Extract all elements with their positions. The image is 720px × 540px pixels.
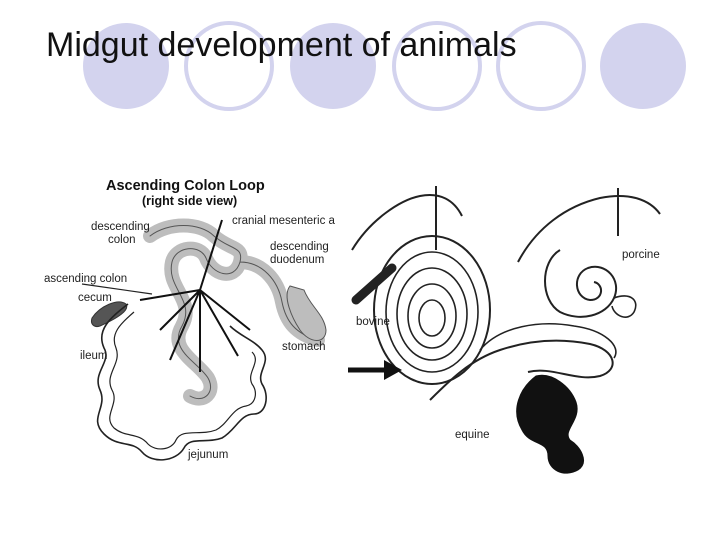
label-descending-duodenum-2: duodenum (270, 254, 324, 266)
filled-circle (290, 23, 376, 109)
label-descending-colon: descending (91, 221, 150, 233)
small-intestine-inner (109, 311, 256, 450)
cecum-shape (91, 301, 128, 327)
ascending-colon-loop-figure: Ascending Colon Loop (right side view) d… (44, 178, 336, 461)
label-equine: equine (455, 429, 490, 441)
mesenteric-vessel (139, 219, 251, 372)
porcine-coil (544, 249, 617, 318)
equine-colon: equine (429, 323, 617, 474)
figure-subtitle: (right side view) (142, 194, 237, 208)
direction-arrowhead (384, 360, 402, 380)
label-bovine: bovine (356, 316, 390, 328)
outline-circle (392, 21, 482, 111)
equine-cecum (516, 374, 584, 474)
label-ascending-colon: ascending colon (44, 273, 127, 285)
species-comparison-figure: bovine porcine equine (348, 186, 661, 474)
equine-intestine (429, 339, 614, 401)
label-descending-colon-2: colon (108, 234, 136, 246)
label-ileum: ileum (80, 350, 107, 362)
bovine-cecum (351, 263, 397, 305)
bovine-spiral (385, 251, 479, 373)
outline-circle (496, 21, 586, 111)
label-jejunum: jejunum (187, 449, 228, 461)
porcine-mesentery (517, 188, 661, 263)
filled-circle (600, 23, 686, 109)
bovine-mesentery (351, 186, 463, 251)
label-porcine: porcine (622, 249, 660, 261)
figure-title: Ascending Colon Loop (106, 178, 265, 194)
bovine-spiral-outer (373, 235, 491, 385)
label-descending-duodenum: descending (270, 241, 329, 253)
porcine-small-intestine (611, 295, 637, 318)
slide-title: Midgut development of animals (46, 26, 517, 64)
small-intestine (96, 303, 267, 461)
bovine-spiral (418, 299, 446, 337)
pointer-arrow (81, 283, 153, 295)
decorative-circles (83, 21, 686, 111)
porcine-colon: porcine (517, 188, 661, 318)
outline-circle (184, 21, 274, 111)
label-cecum: cecum (78, 292, 112, 304)
bovine-colon: bovine (351, 186, 491, 385)
filled-circle (83, 23, 169, 109)
stomach-shape (286, 285, 327, 341)
equine-intestine-loop (479, 323, 617, 359)
label-cranial-mesenteric: cranial mesenteric a (232, 215, 336, 227)
bovine-spiral (407, 283, 457, 349)
bovine-spiral (396, 267, 468, 361)
label-stomach: stomach (282, 341, 325, 353)
